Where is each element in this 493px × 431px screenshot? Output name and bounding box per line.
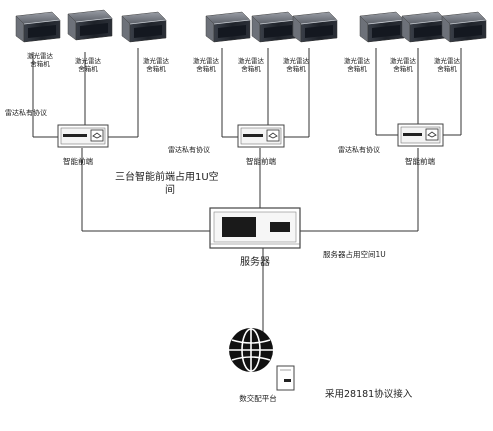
protocol-label: 雷达私有协议 bbox=[168, 145, 210, 154]
radar-device bbox=[441, 11, 487, 43]
frontend-label: 智能前端 bbox=[405, 156, 435, 166]
server-space-note: 服务器占用空间1U bbox=[323, 249, 386, 259]
radar-device bbox=[205, 11, 251, 43]
protocol-label: 雷达私有协议 bbox=[338, 145, 380, 154]
radar-label: 舍箱机 bbox=[393, 64, 413, 73]
radar-label: 舍箱机 bbox=[437, 64, 457, 73]
radar-label: 激光雷达 bbox=[193, 56, 220, 65]
radar-label: 舍箱机 bbox=[78, 64, 98, 73]
smart-frontend-device bbox=[397, 123, 444, 147]
radar-device bbox=[401, 11, 447, 43]
radar-label: 激光雷达 bbox=[75, 56, 102, 65]
radar-label: 激光雷达 bbox=[238, 56, 265, 65]
smart-frontend-device bbox=[57, 124, 109, 148]
platform-server-icon bbox=[276, 365, 295, 391]
radar-label: 舍箱机 bbox=[241, 64, 261, 73]
frontend-space-note: 三台智能前端占用1U空 bbox=[115, 170, 219, 183]
connection-lines bbox=[32, 48, 462, 335]
radar-labels: 激光雷达 舍箱机 激光雷达 舍箱机 激光雷达 舍箱机 激光雷达 舍箱机 激光雷达… bbox=[27, 51, 461, 73]
radar-device bbox=[292, 11, 338, 43]
radar-label: 激光雷达 bbox=[27, 51, 54, 60]
radar-label: 激光雷达 bbox=[390, 56, 417, 65]
server-device bbox=[209, 207, 301, 249]
smart-frontend-device bbox=[237, 124, 285, 148]
server-label: 服务器 bbox=[240, 255, 270, 268]
radar-device bbox=[359, 11, 405, 43]
frontend-label: 智能前端 bbox=[63, 156, 93, 166]
radar-device bbox=[121, 11, 167, 43]
access-protocol-note: 采用28181协议接入 bbox=[325, 388, 413, 400]
radar-label: 激光雷达 bbox=[434, 56, 461, 65]
radar-label: 激光雷达 bbox=[344, 56, 371, 65]
radar-device bbox=[15, 11, 61, 43]
radar-label: 舍箱机 bbox=[196, 64, 216, 73]
radar-label: 舍箱机 bbox=[146, 64, 166, 73]
radar-label: 激光雷达 bbox=[143, 56, 170, 65]
radar-device bbox=[67, 9, 113, 41]
protocol-label: 雷达私有协议 bbox=[5, 108, 47, 117]
radar-label: 舍箱机 bbox=[30, 59, 50, 68]
radar-label: 舍箱机 bbox=[286, 64, 306, 73]
globe-icon bbox=[229, 328, 273, 372]
frontend-space-note-cont: 间 bbox=[165, 183, 175, 196]
radar-label: 激光雷达 bbox=[283, 56, 310, 65]
radar-device bbox=[251, 11, 297, 43]
radar-label: 舍箱机 bbox=[347, 64, 367, 73]
frontend-label: 智能前端 bbox=[246, 156, 276, 166]
platform-label: 数交配平台 bbox=[239, 393, 277, 403]
